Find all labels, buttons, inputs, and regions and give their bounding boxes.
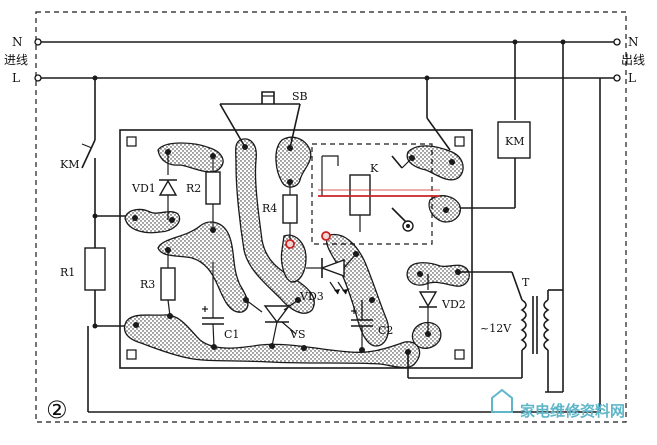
label-transformer: T <box>522 276 530 289</box>
solder-holes <box>132 144 461 355</box>
k-relay <box>311 143 440 245</box>
label-vs: VS <box>289 328 305 341</box>
k-red-pad <box>321 231 331 241</box>
label-c2: C2 <box>378 324 393 337</box>
terminal-l-in <box>34 74 42 82</box>
label-l-in: L <box>12 71 20 85</box>
watermark-text: 家电维修资料网 <box>520 402 625 420</box>
km-coil-box <box>497 121 531 159</box>
left-wiring <box>81 78 140 412</box>
label-n-in: N <box>12 35 23 49</box>
copper-traces <box>123 136 470 369</box>
vd1-diode <box>158 152 178 220</box>
vs-thyristor <box>245 299 299 347</box>
km-switch-blade <box>81 139 96 169</box>
r3-resistor <box>160 250 176 317</box>
label-vd1: VD1 <box>131 182 156 195</box>
labels: N L 进线 N L 出线 SB KM KM K VD1 R2 R4 R1 R3… <box>4 35 645 424</box>
vd3-led <box>306 253 357 295</box>
house-logo-icon <box>491 388 513 413</box>
label-voltage: ~12V <box>480 322 512 335</box>
label-r2: R2 <box>186 182 201 195</box>
c1-capacitor <box>202 262 224 348</box>
enclosure-outline <box>35 11 627 423</box>
label-r4: R4 <box>262 202 277 215</box>
terminal-l-out <box>613 74 621 82</box>
label-out-line: 出线 <box>621 53 645 67</box>
label-r3: R3 <box>140 278 155 291</box>
k-coil <box>349 174 371 216</box>
label-vd2: VD2 <box>441 298 466 311</box>
vd2-diode <box>418 274 438 334</box>
terminal-n-out <box>613 38 621 46</box>
label-km-coil: KM <box>505 135 524 148</box>
watermark: 家电维修资料网 <box>491 388 625 420</box>
label-c1: C1 <box>224 328 239 341</box>
label-vd3: VD3 <box>299 290 324 303</box>
mounting-holes <box>126 136 465 360</box>
label-k: K <box>370 162 379 175</box>
r4-resistor <box>282 182 298 249</box>
mains-lines <box>34 38 621 82</box>
label-in-line: 进线 <box>4 53 28 67</box>
terminal-n-in <box>34 38 42 46</box>
transformer-t <box>407 271 563 392</box>
label-km-switch: KM <box>60 158 79 171</box>
sb-push-button <box>219 91 301 149</box>
r4-red-pad <box>285 239 295 249</box>
label-r1: R1 <box>60 266 75 279</box>
right-wiring <box>88 42 601 413</box>
pcb-board <box>119 129 473 369</box>
label-sb: SB <box>292 90 308 103</box>
r1-resistor <box>84 247 106 291</box>
r2-resistor <box>205 156 221 230</box>
label-l-out: L <box>628 71 636 85</box>
c2-capacitor <box>351 300 373 350</box>
figure-number: ② <box>46 396 68 424</box>
label-n-out: N <box>628 35 639 49</box>
